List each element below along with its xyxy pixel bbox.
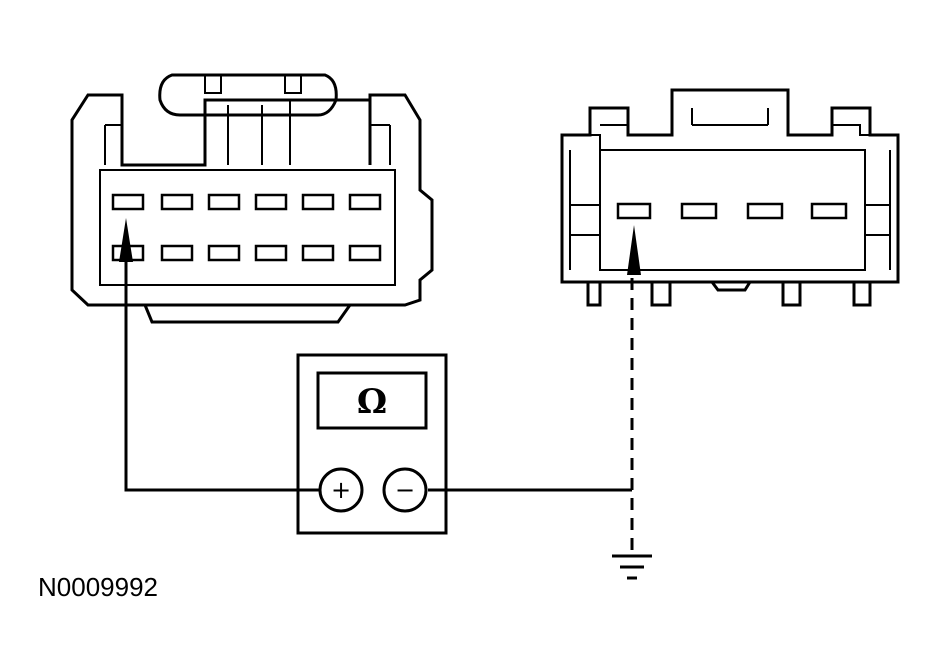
pin-cavity [254, 244, 288, 262]
left-connector-inner-wall [99, 169, 396, 286]
right-connector-inner-steps [590, 108, 870, 150]
pin-cavity [301, 193, 335, 211]
pin-cavity [746, 202, 784, 220]
right-connector-body [560, 88, 900, 284]
left-connector-body [70, 93, 434, 307]
pin-cavity [207, 193, 241, 211]
ohmmeter: Ω + − [296, 353, 448, 535]
pin-cavity [160, 244, 194, 262]
pin-cavity [680, 202, 718, 220]
negative-terminal-label: − [395, 476, 415, 504]
pin-cavity [810, 202, 848, 220]
figure-reference-id: N0009992 [38, 572, 158, 602]
right-connector-side-ribs [569, 150, 891, 270]
left-lock-notch-1 [204, 74, 222, 94]
positive-test-lead [124, 262, 320, 492]
pin-cavity [160, 193, 194, 211]
right-test-probe-tip [627, 225, 641, 275]
left-connector-top-row [111, 193, 382, 211]
ohmmeter-body [296, 353, 448, 535]
negative-terminal [382, 467, 428, 513]
pin-cavity [348, 244, 382, 262]
pin-cavity [301, 244, 335, 262]
left-connector [70, 73, 434, 324]
left-connector-latch [210, 99, 291, 165]
right-connector [560, 88, 900, 307]
ohmmeter-display [316, 371, 428, 430]
left-connector-bottom-row [111, 244, 382, 262]
left-test-probe-tip [119, 218, 133, 262]
left-connector-right-rib [370, 124, 391, 165]
pin-cavity [254, 193, 288, 211]
pin-cavity [207, 244, 241, 262]
pin-cavity [348, 193, 382, 211]
right-connector-inner-wall [599, 149, 866, 271]
right-connector-feet [586, 281, 872, 307]
pin-cavity [616, 202, 652, 220]
pin-cavity [111, 193, 145, 211]
left-connector-left-rib [104, 124, 122, 165]
left-lock-notch-2 [284, 74, 302, 94]
positive-terminal [318, 467, 364, 513]
ohm-symbol: Ω [357, 382, 387, 422]
positive-terminal-label: + [331, 476, 351, 504]
ground-icon [612, 554, 652, 580]
right-connector-pin-row [616, 202, 848, 220]
left-connector-lock-tab [158, 73, 338, 117]
left-connector-skirt [143, 304, 352, 324]
